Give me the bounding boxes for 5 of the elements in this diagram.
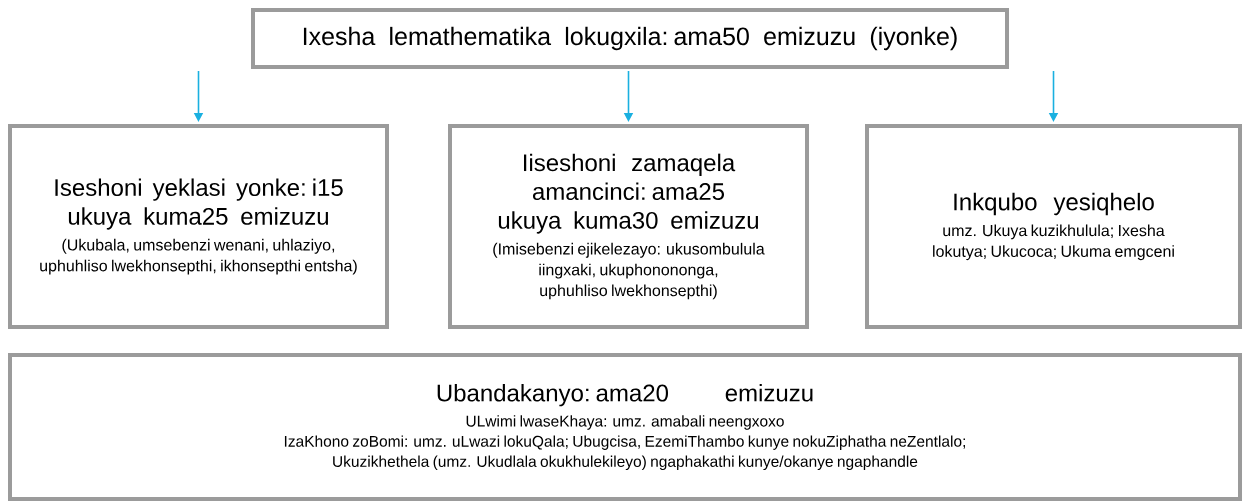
heading-box: Ixesha lemathematika lokugxila: ama50 emizuzu (iyonke) bbox=[251, 8, 1009, 69]
time-box: Ubandakanyo: ama20 emizuzu ULwimi lwaseKhaya: umz. amabali neengxoxo IzaKhono zoBomi: umz. uLwazi lokuQala; Ubugcisa, EzemiThambo kunye nokuZiphatha neZentlalo; Ukuzikhethela (umz. Ukudlala okukhulekileyo) ngaphakathi kunye/okanye ngaphandle bbox=[8, 353, 1242, 501]
time-box: Inkqubo yesiqhelo umz. Ukuya kuzikhulula; Ixesha lokutya; Ukucoca; Ukuma emgceni bbox=[865, 124, 1242, 329]
time-box: Iiseshoni zamaqela amancinci: ama25 ukuya kuma30 emizuzu (Imisebenzi ejikelezayo: ukusombulula iingxaki, ukuphonononga, uphuhliso lwekhonsepthi) bbox=[448, 124, 809, 329]
time-box: Iseshoni yeklasi yonke: i15 ukuya kuma25 emizuzu (Ukubala, umsebenzi wenani, uhlaziyo, uphuhliso lwekhonsepthi, ikhonsepthi entsha) bbox=[8, 124, 389, 329]
